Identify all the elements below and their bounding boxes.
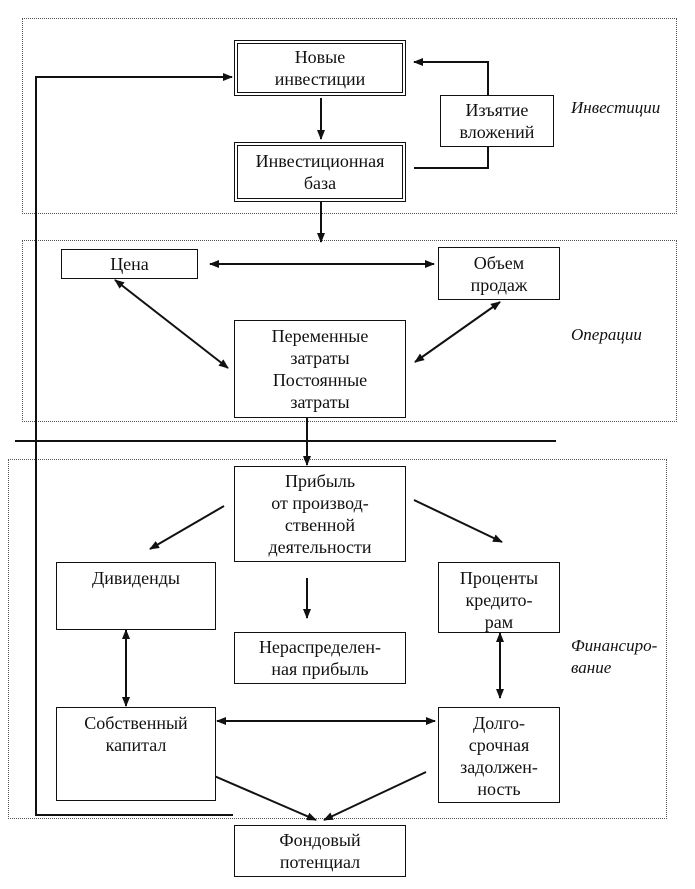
zone-operations [22, 240, 677, 422]
node-operating-profit: Прибыль от производ- ственной деятельнос… [234, 466, 406, 562]
node-new-investments: Новые инвестиции [234, 40, 406, 96]
node-investment-base: Инвестиционная база [234, 142, 406, 202]
arrow-stock-potential-to-new-investments [35, 73, 233, 816]
arrow-profit-to-dividends [149, 505, 225, 550]
arrow-withdrawal-to-new-investments [413, 58, 489, 95]
node-dividends: Дивиденды [56, 562, 216, 630]
node-stock-potential: Фондовый потенциал [234, 825, 406, 877]
line-base-to-withdrawal [414, 147, 489, 169]
arrow-sales-costs [414, 301, 501, 363]
node-costs: Переменные затраты Постоянные затраты [234, 320, 406, 418]
arrow-equity-to-stock [204, 771, 317, 821]
arrow-price-costs [114, 279, 229, 369]
node-creditor-interest: Проценты кредито- рам [438, 562, 560, 633]
node-sales-volume: Объем продаж [438, 247, 560, 300]
node-price: Цена [61, 249, 198, 279]
node-retained-earnings: Нераспределен- ная прибыль [234, 632, 406, 684]
arrow-profit-to-interest [413, 499, 503, 543]
node-withdrawal: Изъятие вложений [440, 95, 554, 147]
zone-financing [8, 459, 667, 819]
arrow-debt-to-stock [323, 771, 427, 821]
zone-label-financing: Финансиро- вание [571, 636, 658, 677]
zone-investments [22, 18, 677, 214]
zone-label-investments: Инвестиции [571, 98, 661, 117]
zone-label-operations: Операции [571, 325, 642, 344]
node-long-term-debt: Долго- срочная задолжен- ность [438, 707, 560, 803]
node-equity: Собственный капитал [56, 707, 216, 801]
